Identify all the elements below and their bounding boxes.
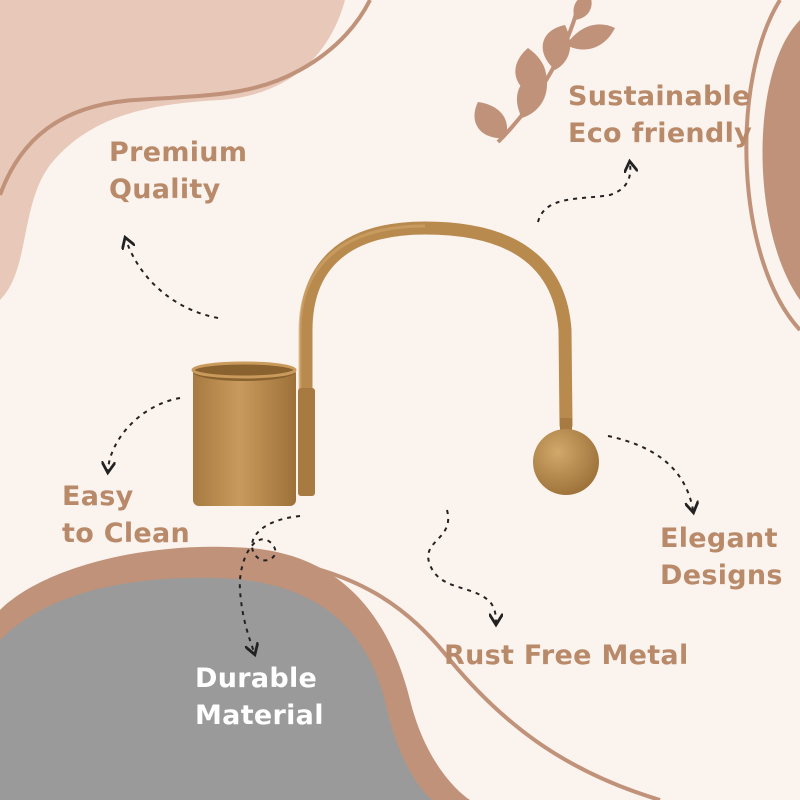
right-arc-outline <box>744 0 800 332</box>
elegant-line2: Designs <box>660 560 783 591</box>
gray-blob <box>0 577 432 800</box>
arrow-sustainable <box>537 164 630 223</box>
blob-outline-bottom <box>249 554 661 800</box>
feature-elegant-designs: Elegant Designs <box>660 520 783 594</box>
blob-outline-top <box>0 0 372 196</box>
arrow-durable <box>238 515 301 652</box>
arrow-premium <box>126 240 219 319</box>
feature-premium-quality: Premium Quality <box>109 134 247 208</box>
sustainable-line1: Sustainable <box>568 81 751 112</box>
easy-clean-line1: Easy <box>62 481 134 512</box>
sustainable-line2: Eco friendly <box>568 118 753 149</box>
leaf-branch-icon <box>474 0 615 144</box>
arrow-rust-free <box>427 509 496 622</box>
elegant-line1: Elegant <box>660 523 778 554</box>
durable-line1: Durable <box>195 663 318 694</box>
rust-free-line1: Rust Free Metal <box>444 640 689 671</box>
arrow-easy-clean <box>108 397 181 470</box>
candle-snuffer-product <box>191 221 599 506</box>
premium-line1: Premium <box>109 137 248 168</box>
feature-durable-material: Durable Material <box>195 660 324 734</box>
blush-blob <box>0 0 345 300</box>
arrow-elegant <box>607 435 693 510</box>
dashed-arrow-icon <box>108 164 693 652</box>
easy-clean-line2: to Clean <box>62 518 191 549</box>
feature-rust-free-metal: Rust Free Metal <box>444 637 689 674</box>
right-arc-blob <box>762 20 800 300</box>
feature-sustainable: Sustainable Eco friendly <box>568 78 752 152</box>
premium-line2: Quality <box>109 174 221 205</box>
feature-easy-to-clean: Easy to Clean <box>62 478 190 552</box>
durable-line2: Material <box>195 700 324 731</box>
